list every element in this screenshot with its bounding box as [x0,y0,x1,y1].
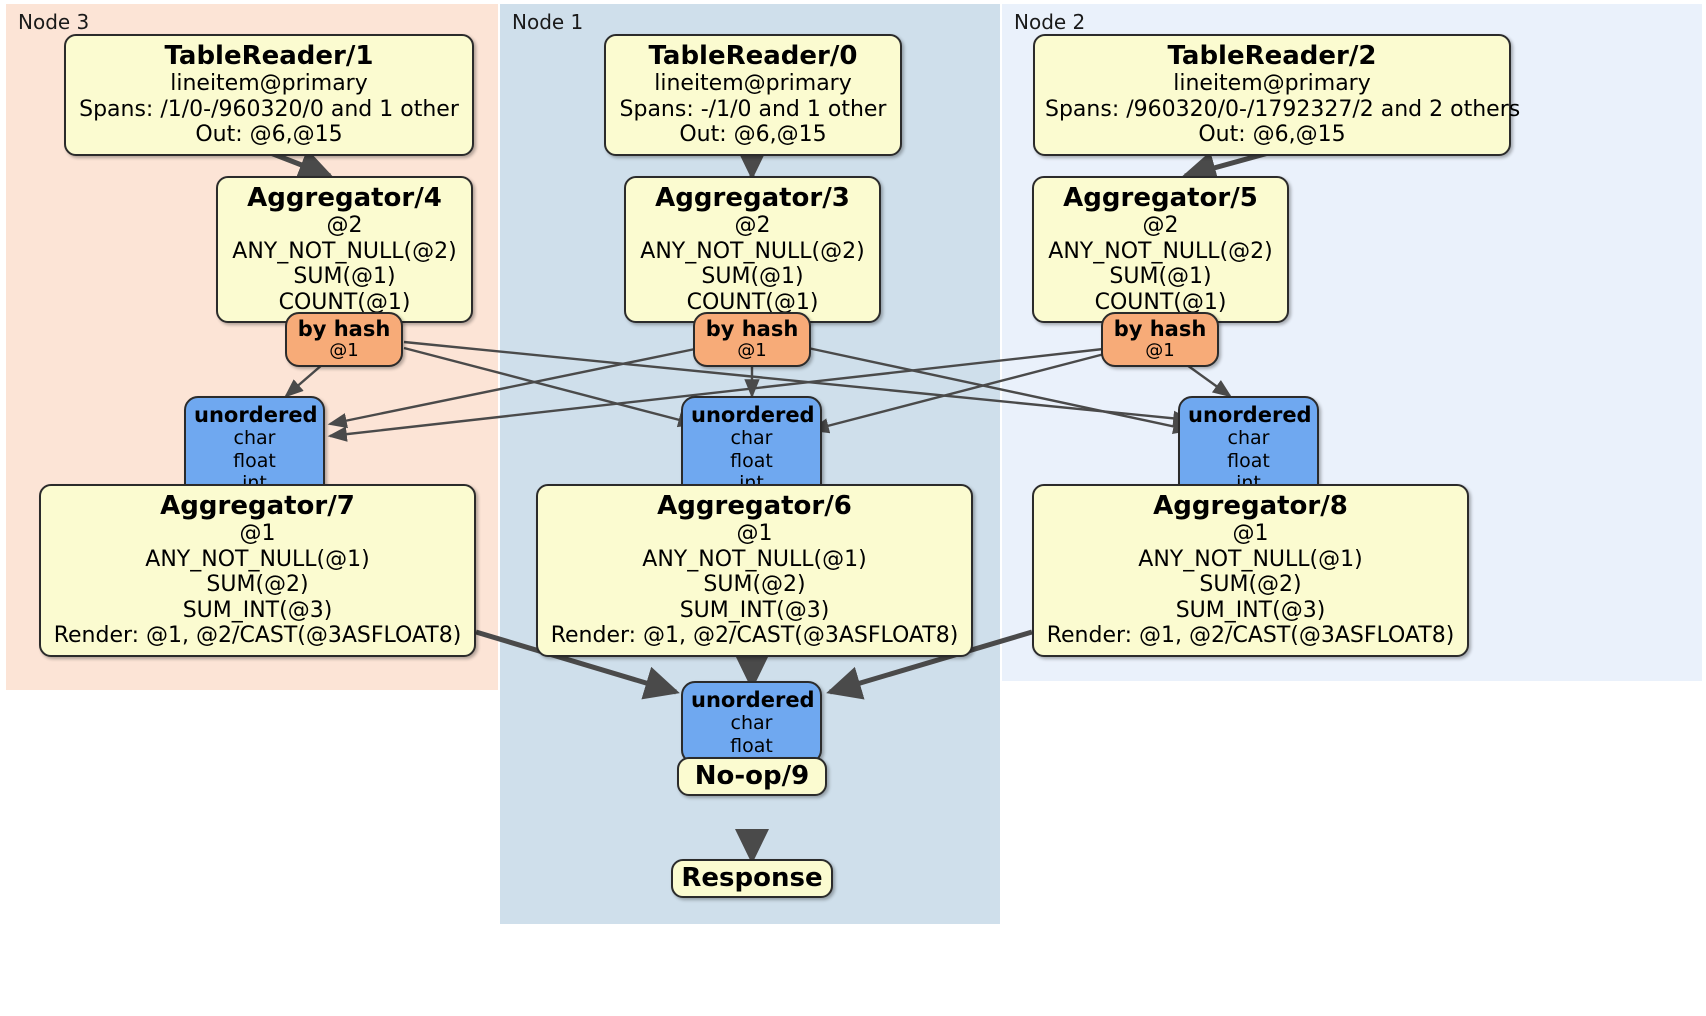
aggregator-3-title: Aggregator/3 [655,183,850,213]
aggregator-4-agg2: SUM(@1) [293,264,396,290]
aggregator-3-box[interactable]: Aggregator/3 @2 ANY_NOT_NULL(@2) SUM(@1)… [624,176,881,324]
aggregator-7-agg2: SUM(@2) [206,572,309,598]
aggregator-4-title: Aggregator/4 [247,183,442,213]
response-title: Response [681,863,823,893]
no-op-9-title: No-op/9 [694,761,810,791]
aggregator-5-box[interactable]: Aggregator/5 @2 ANY_NOT_NULL(@2) SUM(@1)… [1032,176,1289,324]
hash-router-center-title: by hash [705,317,799,341]
aggregator-8-groupcol: @1 [1232,521,1269,547]
aggregator-5-title: Aggregator/5 [1063,183,1258,213]
aggregator-6-agg3: SUM_INT(@3) [679,597,830,623]
hash-router-right-column: @1 [1145,340,1175,362]
table-reader-2-table: lineitem@primary [1173,71,1371,97]
table-reader-0-out: Out: @6,@15 [679,122,827,148]
node-panel-label-node2: Node 2 [1014,10,1086,34]
table-reader-1-spans: Spans: /1/0-/960320/0 and 1 other [79,96,459,122]
aggregator-5-agg1: ANY_NOT_NULL(@2) [1048,238,1273,264]
aggregator-6-agg1: ANY_NOT_NULL(@1) [642,546,867,572]
hash-router-right[interactable]: by hash @1 [1101,312,1219,367]
hash-router-center[interactable]: by hash @1 [693,312,811,367]
aggregator-5-agg2: SUM(@1) [1109,264,1212,290]
table-reader-2-spans: Spans: /960320/0-/1792327/2 and 2 others [1045,96,1521,122]
unordered-router-right-type-1: float [1227,449,1270,472]
aggregator-6-agg2: SUM(@2) [703,572,806,598]
unordered-router-right-title: unordered [1188,403,1312,427]
unordered-router-right[interactable]: unordered char float int [1178,396,1319,502]
hash-router-left-title: by hash [297,317,391,341]
aggregator-3-groupcol: @2 [734,213,771,239]
aggregator-6-title: Aggregator/6 [657,491,852,521]
table-reader-2-title: TableReader/2 [1167,41,1377,71]
unordered-router-left-type-0: char [233,427,276,450]
table-reader-2-box[interactable]: TableReader/2 lineitem@primary Spans: /9… [1033,34,1521,156]
aggregator-7-box[interactable]: Aggregator/7 @1 ANY_NOT_NULL(@1) SUM(@2)… [39,484,476,657]
hash-router-right-title: by hash [1113,317,1207,341]
hash-router-center-column: @1 [737,340,767,362]
aggregator-7-agg3: SUM_INT(@3) [182,597,333,623]
aggregator-5-agg3: COUNT(@1) [1094,289,1227,315]
unordered-router-left-type-1: float [233,449,276,472]
unordered-router-right-type-0: char [1227,427,1270,450]
aggregator-7-agg1: ANY_NOT_NULL(@1) [145,546,370,572]
aggregator-8-box[interactable]: Aggregator/8 @1 ANY_NOT_NULL(@1) SUM(@2)… [1032,484,1469,657]
aggregator-3-agg1: ANY_NOT_NULL(@2) [640,238,865,264]
table-reader-1-title: TableReader/1 [164,41,374,71]
hash-router-left-column: @1 [329,340,359,362]
aggregator-3-agg2: SUM(@1) [701,264,804,290]
unordered-router-final[interactable]: unordered char float [681,681,822,764]
aggregator-5-groupcol: @2 [1142,213,1179,239]
unordered-router-final-type-1: float [730,734,773,757]
unordered-router-final-type-0: char [730,712,773,735]
aggregator-8-agg1: ANY_NOT_NULL(@1) [1138,546,1363,572]
unordered-router-final-title: unordered [691,688,815,712]
aggregator-6-box[interactable]: Aggregator/6 @1 ANY_NOT_NULL(@1) SUM(@2)… [536,484,973,657]
response-box[interactable]: Response [671,859,833,898]
unordered-router-left-title: unordered [194,403,318,427]
aggregator-8-render: Render: @1, @2/CAST(@3ASFLOAT8) [1046,623,1455,649]
aggregator-8-agg2: SUM(@2) [1199,572,1302,598]
table-reader-1-table: lineitem@primary [170,71,368,97]
table-reader-1-out: Out: @6,@15 [195,122,343,148]
aggregator-8-agg3: SUM_INT(@3) [1175,597,1326,623]
aggregator-6-render: Render: @1, @2/CAST(@3ASFLOAT8) [550,623,959,649]
unordered-router-center-title: unordered [691,403,815,427]
aggregator-4-box[interactable]: Aggregator/4 @2 ANY_NOT_NULL(@2) SUM(@1)… [216,176,473,324]
node-panel-label-node1: Node 1 [512,10,584,34]
table-reader-0-title: TableReader/0 [648,41,858,71]
aggregator-3-agg3: COUNT(@1) [686,289,819,315]
hash-router-left[interactable]: by hash @1 [285,312,403,367]
aggregator-6-groupcol: @1 [736,521,773,547]
node-panel-label-node3: Node 3 [18,10,90,34]
table-reader-0-table: lineitem@primary [654,71,852,97]
unordered-router-center-type-0: char [730,427,773,450]
aggregator-7-render: Render: @1, @2/CAST(@3ASFLOAT8) [53,623,462,649]
table-reader-1-box[interactable]: TableReader/1 lineitem@primary Spans: /1… [64,34,474,156]
table-reader-0-box[interactable]: TableReader/0 lineitem@primary Spans: -/… [604,34,902,156]
aggregator-4-groupcol: @2 [326,213,363,239]
aggregator-7-groupcol: @1 [239,521,276,547]
no-op-9-box[interactable]: No-op/9 [677,757,827,796]
table-reader-0-spans: Spans: -/1/0 and 1 other [619,96,887,122]
table-reader-2-out: Out: @6,@15 [1198,122,1346,148]
aggregator-4-agg1: ANY_NOT_NULL(@2) [232,238,457,264]
unordered-router-center-type-1: float [730,449,773,472]
aggregator-7-title: Aggregator/7 [160,491,355,521]
aggregator-4-agg3: COUNT(@1) [278,289,411,315]
aggregator-8-title: Aggregator/8 [1153,491,1348,521]
